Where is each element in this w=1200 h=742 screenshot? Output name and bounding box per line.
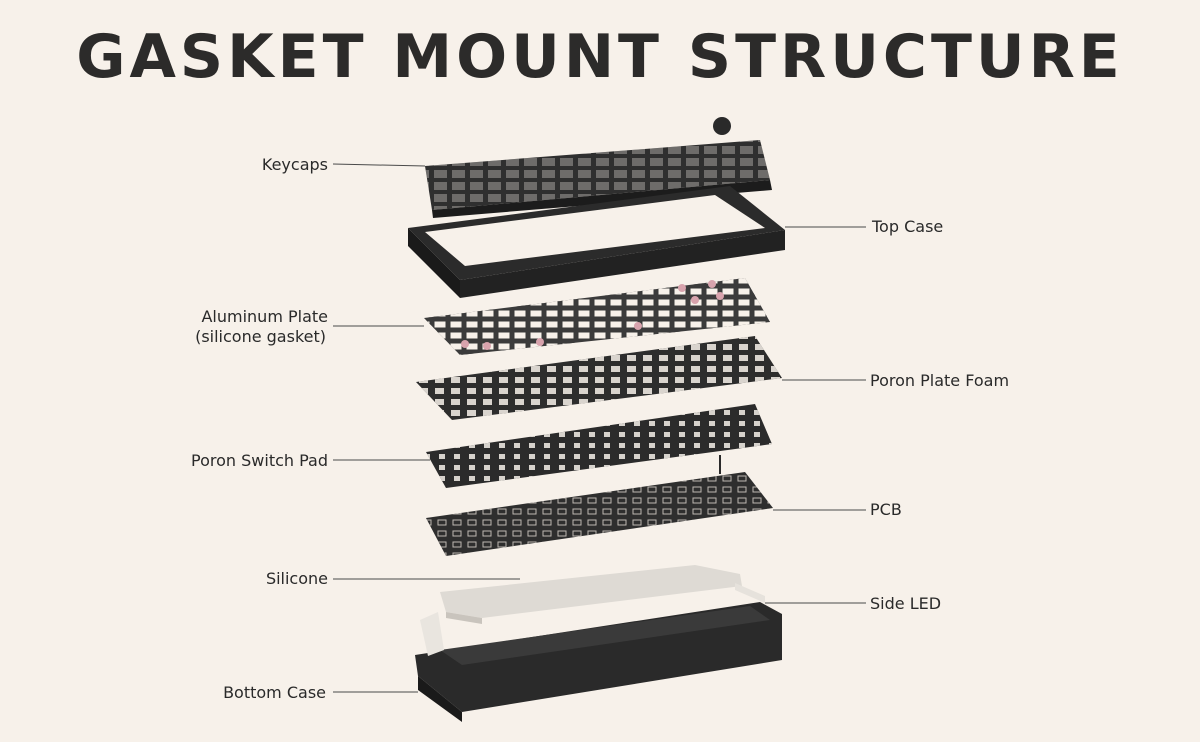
poron-plate-foam-layer [416, 336, 782, 420]
side-led-strip [735, 583, 765, 603]
silicone-layer [440, 565, 742, 624]
label-poron-plate-foam: Poron Plate Foam [870, 371, 1009, 390]
aluminum-plate-layer [424, 278, 770, 355]
keycaps-layer [425, 117, 772, 218]
label-silicone-gasket: (silicone gasket) [195, 327, 326, 346]
label-aluminum-plate: Aluminum Plate [201, 307, 328, 326]
label-keycaps: Keycaps [262, 155, 328, 174]
label-side-led: Side LED [870, 594, 941, 613]
poron-switch-pad-layer [426, 404, 772, 488]
pcb-layer [426, 455, 773, 556]
label-silicone: Silicone [266, 569, 328, 588]
bottom-case-layer [415, 602, 782, 722]
leader-keycaps [332, 163, 426, 167]
label-pcb: PCB [870, 500, 902, 519]
label-bottom-case: Bottom Case [223, 683, 326, 702]
knob-icon [713, 117, 731, 135]
silicone-gasket-marks [461, 280, 724, 350]
label-poron-switch-pad: Poron Switch Pad [191, 451, 328, 470]
leader-lines [332, 163, 866, 693]
diagram-title: GASKET MOUNT STRUCTURE [76, 22, 1124, 92]
label-top-case: Top Case [871, 217, 943, 236]
top-case-layer [408, 186, 785, 298]
